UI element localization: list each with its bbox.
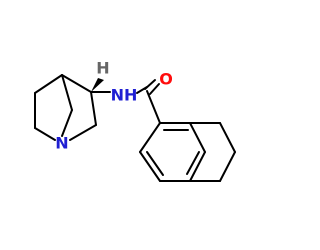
bond-sat-3: [219, 151, 236, 182]
atom-label-n-ring: N: [55, 134, 68, 153]
bond-quin-5: [61, 109, 73, 137]
bond-ar-inner-3: [186, 151, 200, 175]
bond-quin-6: [61, 74, 92, 93]
amide-group: [136, 79, 161, 124]
bond-sat-2: [219, 122, 236, 153]
bond-ar-6: [139, 122, 161, 153]
bond-ar-inner-2: [146, 151, 164, 176]
bond-quin-3: [34, 127, 56, 141]
bond-ar-3: [189, 151, 206, 182]
bond-carbonyl-o-b: [149, 83, 160, 95]
molecule-structure: H NH O N: [0, 0, 250, 250]
bond-carbonyl-o-a: [144, 79, 156, 90]
bond-quin-8: [69, 124, 97, 141]
atom-label-h: H: [96, 59, 109, 78]
atom-label-nh: NH: [111, 86, 138, 105]
stereo-wedge-bond: [91, 78, 104, 92]
bond-ar-2: [189, 122, 206, 153]
bond-quin-4: [61, 74, 73, 111]
bond-quin-1: [34, 74, 63, 94]
tetrahydronaphthalene: [139, 122, 236, 182]
bond-ar-5: [139, 151, 161, 182]
bond-quin-7: [90, 91, 97, 126]
bond-carbonyl-ring: [146, 90, 161, 124]
background: [0, 0, 250, 250]
atom-label-o: O: [159, 70, 173, 89]
quinuclidine-cage: [34, 74, 97, 141]
